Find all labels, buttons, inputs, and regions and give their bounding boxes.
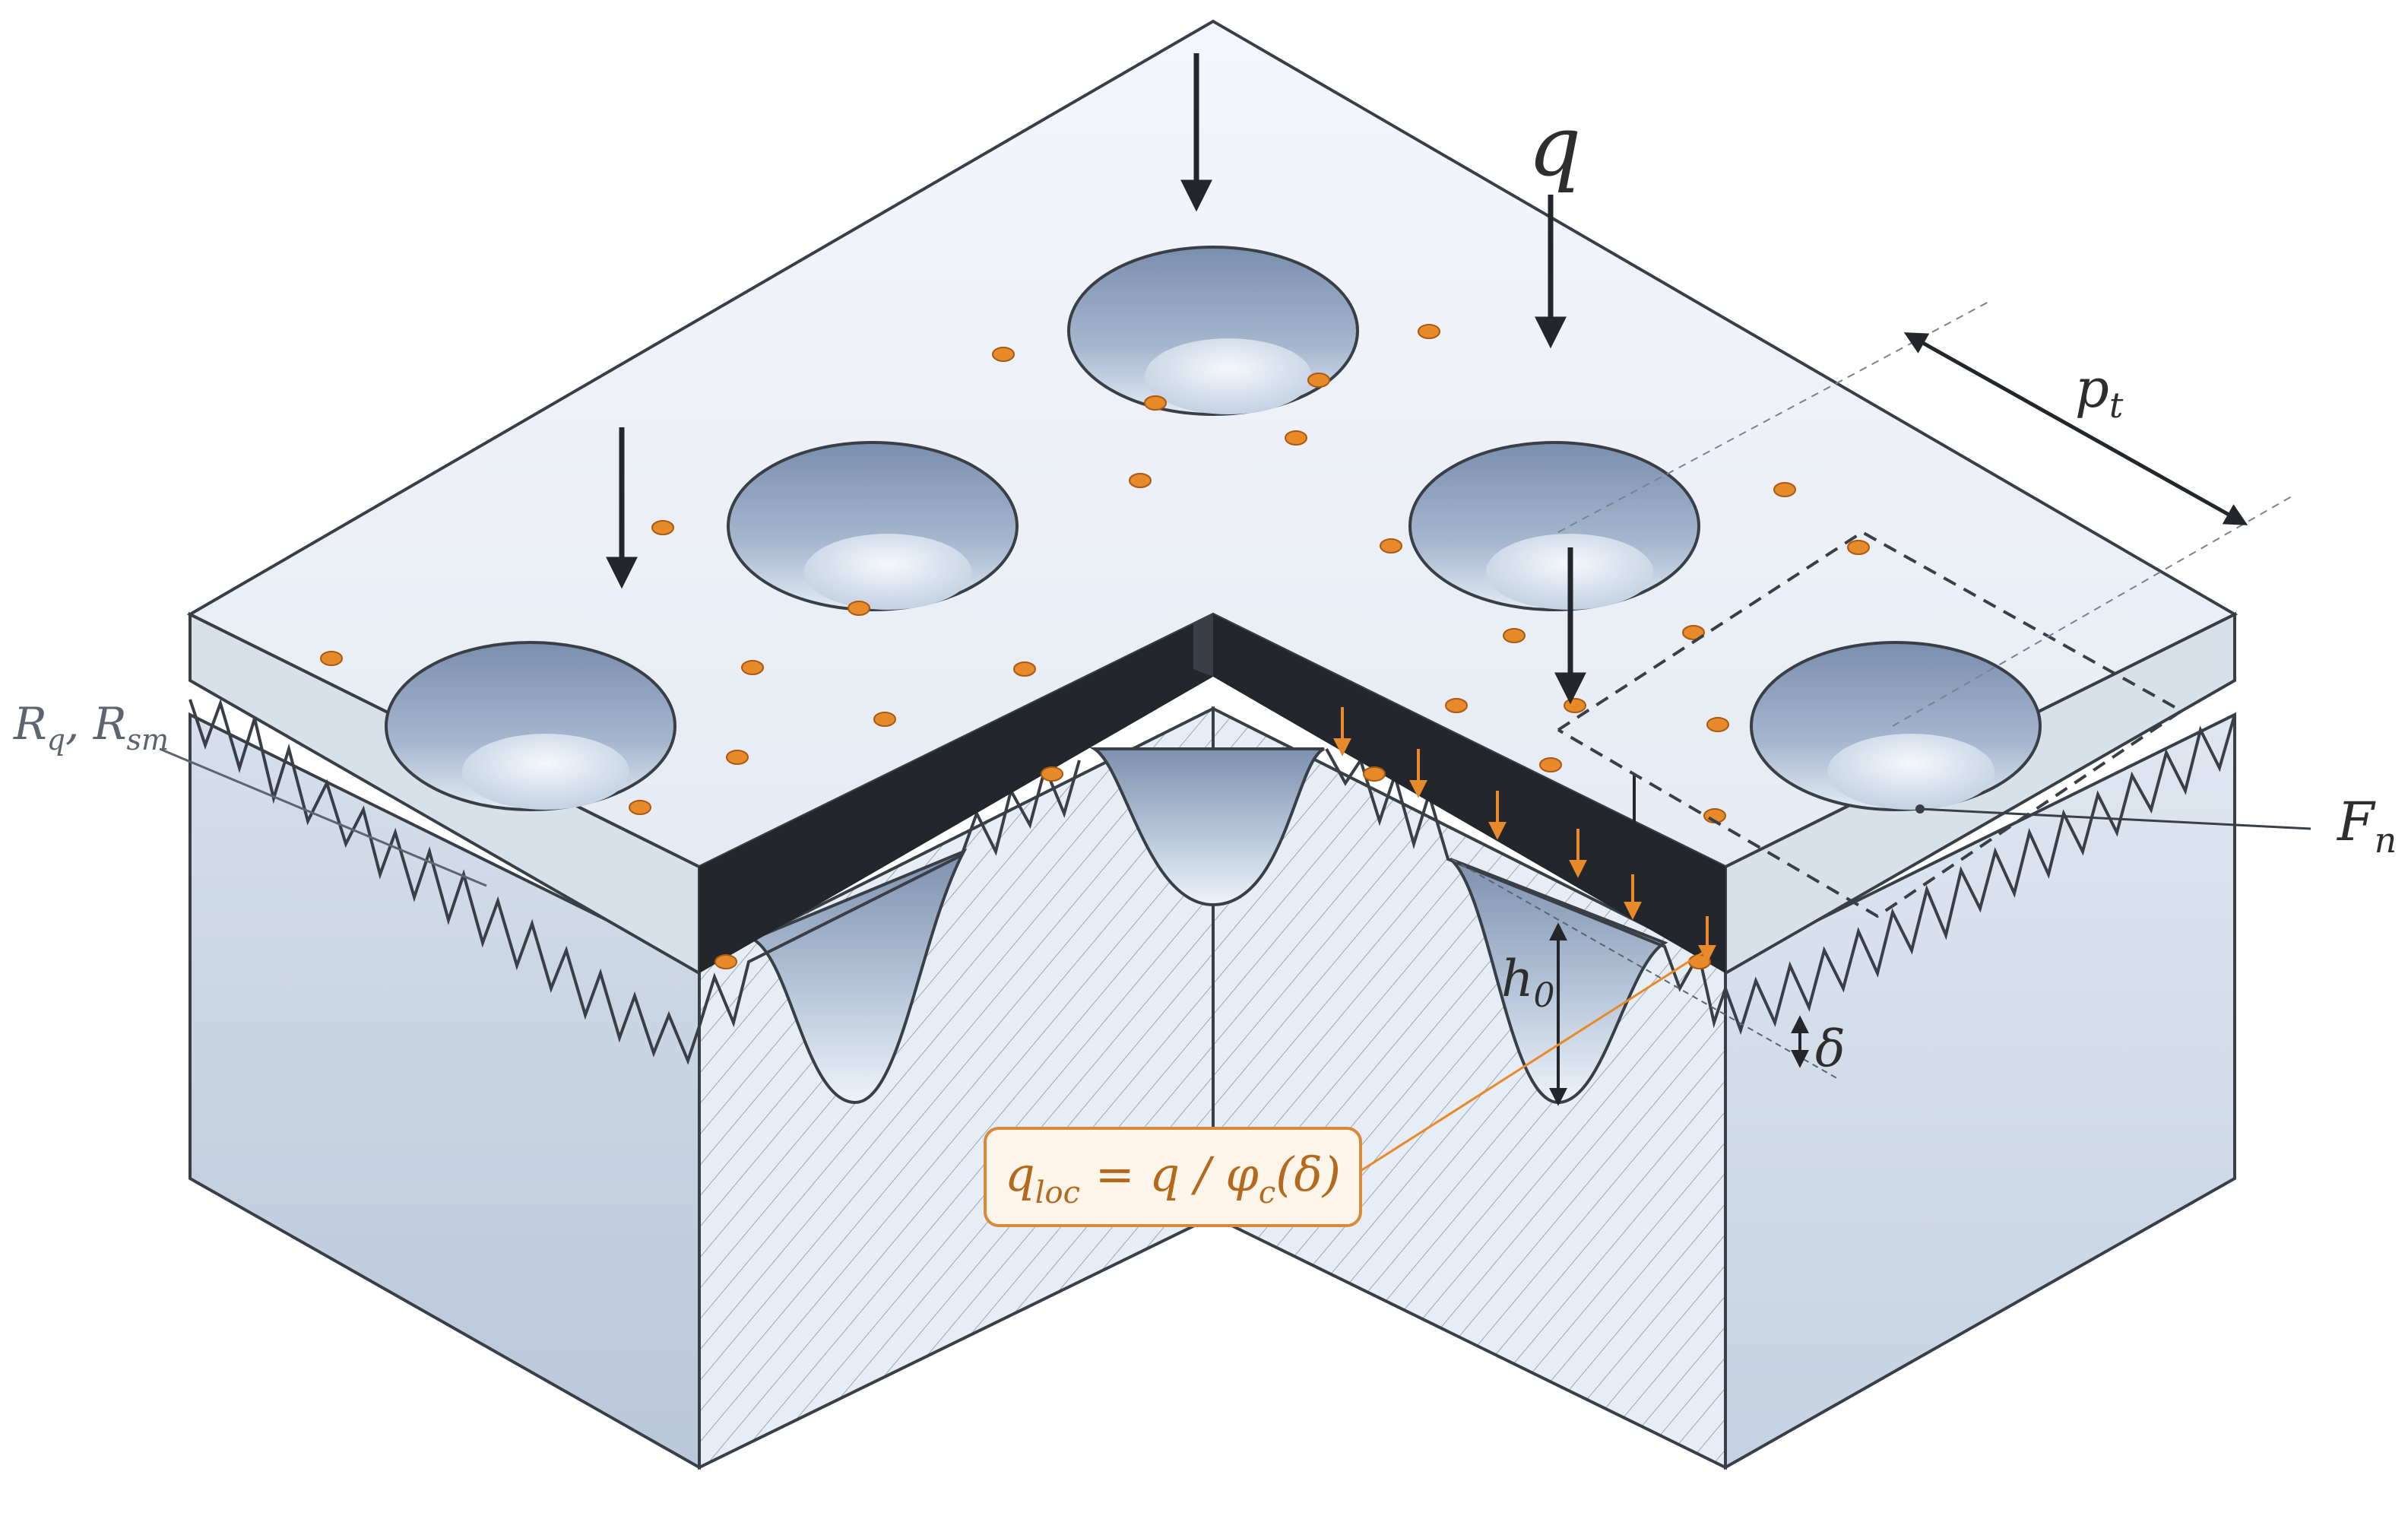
particle xyxy=(1539,757,1562,772)
formula-callout: qloc = q / φc(δ) xyxy=(984,1127,1362,1227)
particle xyxy=(741,660,764,675)
particle xyxy=(1445,698,1468,713)
particle xyxy=(1847,540,1870,555)
particle xyxy=(726,750,749,765)
unit-cell-dashed xyxy=(1557,530,2185,918)
label-h0: h0 xyxy=(1501,950,1555,1015)
dimple xyxy=(727,441,1019,611)
particle xyxy=(320,651,343,666)
particle xyxy=(1013,661,1036,677)
particle xyxy=(629,800,651,815)
dimple xyxy=(1408,441,1700,611)
dimple xyxy=(1067,246,1359,416)
label-delta: δ xyxy=(1815,1020,1846,1078)
particle xyxy=(1129,473,1152,488)
particle xyxy=(1418,324,1440,339)
particle xyxy=(1773,482,1796,497)
particle xyxy=(1706,717,1729,732)
section-pit xyxy=(749,848,968,1105)
particle xyxy=(848,601,870,616)
double-headed-arrow-icon xyxy=(1903,332,2248,525)
cutaway-edge-right xyxy=(1213,614,1725,973)
top-layer xyxy=(186,19,2238,976)
leader-line-formula xyxy=(1360,947,1709,1172)
particle xyxy=(873,712,896,727)
leader-dot xyxy=(1915,804,1925,814)
extension-line xyxy=(1892,493,2296,727)
labels: q pt Fn Rq, Rsm h0 δ xyxy=(13,97,2397,1078)
label-p-t: pt xyxy=(2075,357,2124,426)
roughness-profile-left xyxy=(189,698,701,1065)
particle xyxy=(714,954,737,969)
formula-box xyxy=(984,1127,1362,1227)
leader-lines xyxy=(159,747,2311,1172)
formula-text: qloc = q / φc(δ) xyxy=(1005,1147,1341,1210)
particle xyxy=(1144,395,1167,411)
leader-line-roughness xyxy=(159,747,487,887)
label-f-n: Fn xyxy=(2336,791,2397,861)
surface-dimples xyxy=(385,246,2042,811)
particle xyxy=(1041,766,1063,782)
particle xyxy=(1363,766,1386,782)
substrate-block xyxy=(189,706,2236,1470)
dimple xyxy=(1750,641,2042,811)
section-pit xyxy=(1089,747,1326,907)
particle xyxy=(992,347,1015,362)
cutaway-edge-left xyxy=(699,614,1213,973)
particle xyxy=(1503,628,1526,643)
label-roughness: Rq, Rsm xyxy=(13,698,169,756)
particle xyxy=(1564,698,1586,713)
leader-line-force xyxy=(1919,807,2311,830)
dimple xyxy=(385,641,676,811)
roughness-profile-right xyxy=(1724,714,2236,1036)
unit-cell-outline xyxy=(1557,300,2296,918)
local-pressure-arrows xyxy=(1333,707,1716,963)
particle xyxy=(1307,373,1330,388)
load-arrows xyxy=(606,53,1643,849)
particle xyxy=(651,520,674,535)
label-q: q xyxy=(1528,97,1581,195)
particle xyxy=(1285,430,1307,446)
dimension-markers xyxy=(1451,858,1840,1106)
particle xyxy=(1682,625,1705,640)
particle xyxy=(1380,538,1402,553)
